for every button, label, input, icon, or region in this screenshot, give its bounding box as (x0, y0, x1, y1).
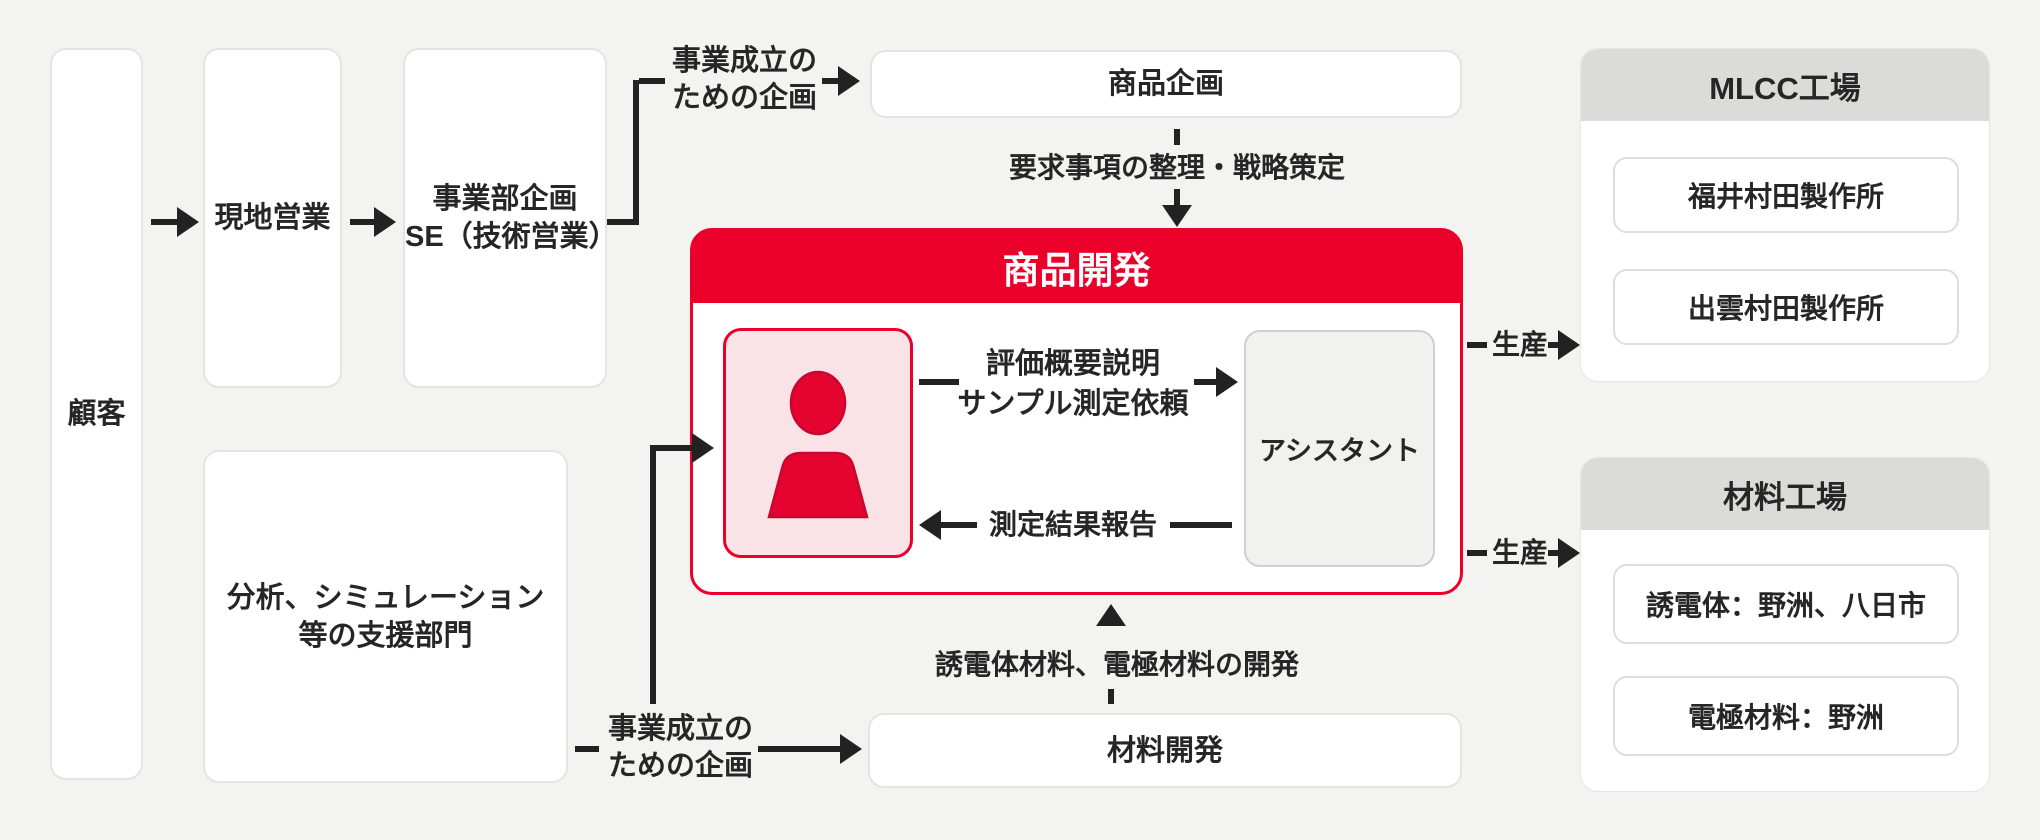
requirements-label: 要求事項の整理・戦略策定 (1008, 152, 1345, 183)
elbow-horizontal-line (650, 445, 694, 451)
arrow-to-material-dev-head (840, 734, 862, 764)
elbow-arrow-head (692, 433, 714, 463)
material-factory-panel: 材料工場 誘電体：野洲、八日市 電極材料：野洲 (1580, 457, 1990, 792)
product-development-header: 商品開発 (693, 231, 1460, 303)
material-factory-header: 材料工場 (1581, 458, 1989, 530)
mlcc-site-izumo: 出雲村田製作所 (1613, 269, 1959, 345)
production-mlcc-dash (1467, 342, 1487, 348)
assistant-box: アシスタント (1244, 330, 1435, 567)
division-planning-line1: 事業部企画 (432, 183, 578, 215)
division-planning-box: 事業部企画 SE（技術営業） (403, 48, 618, 388)
arrow-customer-to-sales-head (177, 207, 199, 237)
material-up-arrow-head (1096, 604, 1126, 626)
material-site-dielectric: 誘電体：野洲、八日市 (1613, 564, 1959, 644)
person-icon (767, 370, 869, 519)
business-plan-bottom-label: 事業成立の ための企画 (608, 711, 753, 785)
local-sales-label: 現地営業 (214, 202, 331, 234)
material-dev-flow-label: 誘電体材料、電極材料の開発 (934, 649, 1299, 680)
evaluation-request-line1: 評価概要説明 (985, 348, 1160, 380)
mlcc-factory-panel: MLCC工場 福井村田製作所 出雲村田製作所 (1580, 48, 1990, 382)
product-planning-label: 商品企画 (1107, 68, 1224, 100)
product-planning-box: 商品企画 (870, 50, 1462, 118)
bracket-top-horizontal-low (607, 219, 639, 225)
customer-box: 顧客 (50, 48, 143, 780)
elbow-vertical-line (650, 448, 656, 704)
material-site-electrode-label: 電極材料：野洲 (1687, 702, 1884, 733)
support-department-line2: 等の支援部門 (298, 619, 473, 652)
production-material-arrow-line (1548, 550, 1560, 556)
evaluation-arrow-line (1194, 379, 1218, 385)
developer-person-card (723, 328, 913, 558)
mlcc-factory-header: MLCC工場 (1581, 49, 1989, 121)
material-development-box: 材料開発 (868, 713, 1462, 788)
arrow-to-material-dev-line (758, 746, 842, 752)
support-department-box: 分析、シミュレーション 等の支援部門 (203, 450, 568, 783)
business-plan-top-line1: 事業成立の (672, 45, 818, 77)
support-dash (575, 746, 599, 752)
mlcc-site-fukui-label: 福井村田製作所 (1687, 181, 1884, 212)
support-department-line1: 分析、シミュレーション (226, 581, 545, 614)
product-development-title: 商品開発 (1002, 250, 1151, 291)
local-sales-box: 現地営業 (203, 48, 342, 388)
production-mlcc-arrow-head (1558, 330, 1580, 360)
requirements-arrow-head (1162, 205, 1192, 227)
arrow-to-product-planning-head (838, 66, 860, 96)
production-material-arrow-head (1558, 538, 1580, 568)
mlcc-site-fukui: 福井村田製作所 (1613, 157, 1959, 233)
evaluation-request-line2: サンプル測定依頼 (957, 388, 1189, 420)
business-plan-top-line2: ための企画 (672, 82, 818, 114)
bracket-top-horizontal-high (639, 78, 665, 84)
measurement-report-label: 測定結果報告 (988, 509, 1157, 540)
requirements-arrow-line (1174, 189, 1180, 207)
mlcc-site-izumo-label: 出雲村田製作所 (1687, 293, 1884, 324)
requirements-dash-top (1174, 129, 1180, 145)
arrow-to-product-planning-line (822, 78, 840, 84)
arrow-customer-to-sales-line (151, 219, 179, 225)
arrow-sales-to-division-line (350, 219, 376, 225)
production-material-dash (1467, 550, 1487, 556)
evaluation-request-label: 評価概要説明 サンプル測定依頼 (939, 344, 1207, 424)
material-site-electrode: 電極材料：野洲 (1613, 676, 1959, 756)
business-plan-bottom-line2: ための企画 (608, 750, 754, 782)
material-site-dielectric-label: 誘電体：野洲、八日市 (1645, 590, 1926, 621)
customer-label: 顧客 (67, 398, 126, 430)
report-arrow-line (941, 522, 977, 528)
report-arrow-head (919, 510, 941, 540)
material-up-dash (1108, 689, 1114, 704)
assistant-label: アシスタント (1259, 436, 1420, 466)
bracket-top-vertical (633, 80, 639, 225)
business-plan-bottom-line1: 事業成立の (608, 713, 754, 745)
production-mlcc-label: 生産 (1491, 329, 1548, 360)
material-development-label: 材料開発 (1106, 734, 1223, 767)
material-factory-title: 材料工場 (1723, 479, 1847, 515)
report-dash (1170, 522, 1232, 528)
mlcc-factory-title: MLCC工場 (1709, 70, 1861, 106)
evaluation-dash (919, 379, 959, 385)
business-plan-top-label: 事業成立の ための企画 (672, 43, 817, 117)
arrow-sales-to-division-head (374, 207, 396, 237)
division-planning-line2: SE（技術営業） (405, 221, 618, 253)
production-mlcc-arrow-line (1548, 342, 1560, 348)
evaluation-arrow-head (1216, 367, 1238, 397)
production-material-label: 生産 (1491, 537, 1548, 568)
